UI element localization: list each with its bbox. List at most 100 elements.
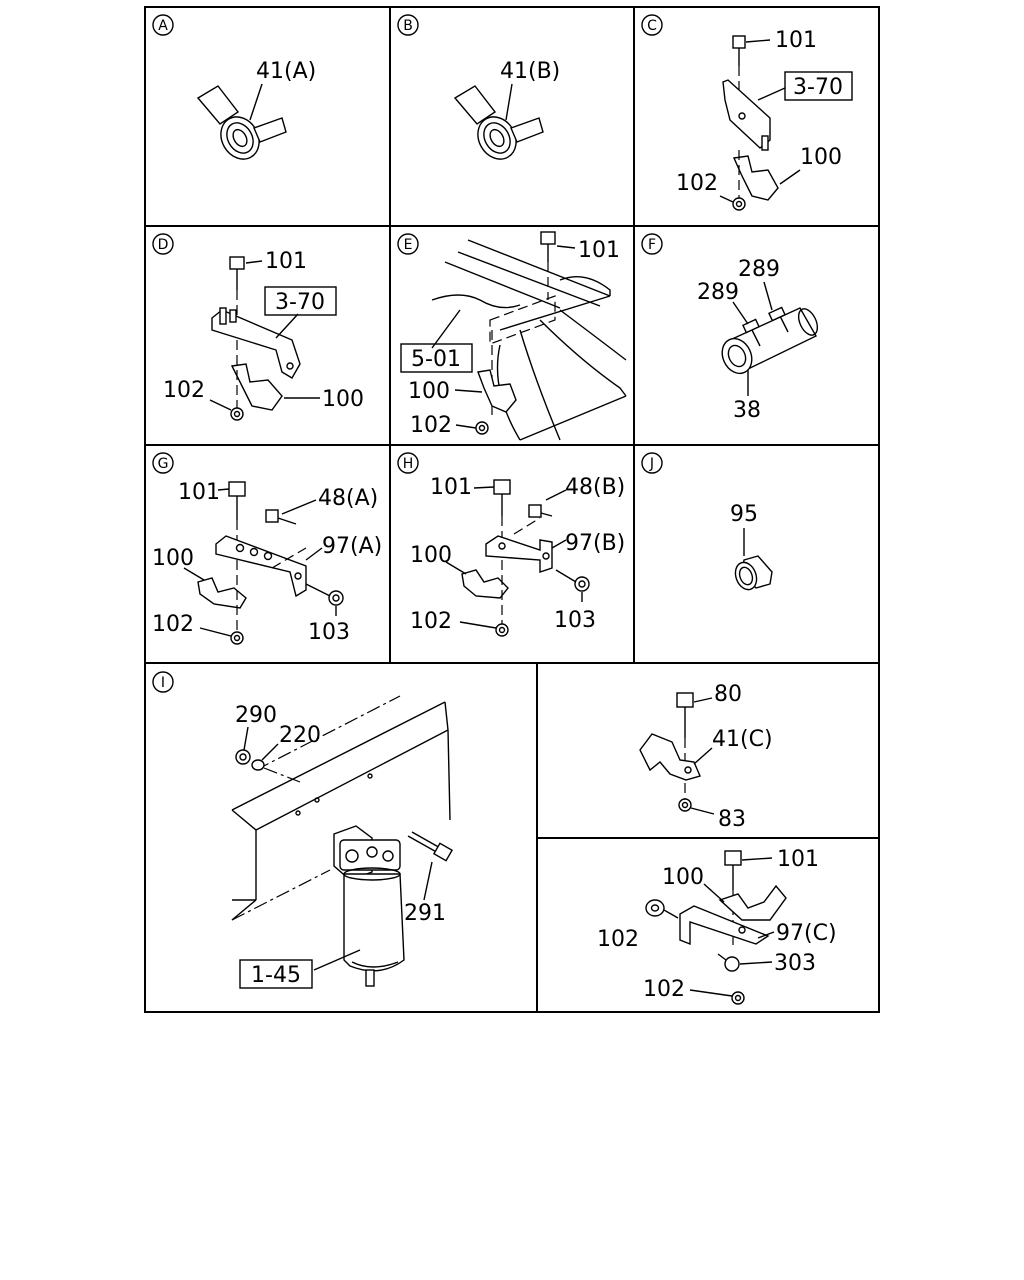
- label-41b: 41(B): [500, 59, 560, 84]
- svg-text:D: D: [158, 237, 169, 253]
- frame-rail: [231, 695, 451, 921]
- nut-102: [459, 621, 509, 637]
- label-97a: 97(A): [322, 534, 382, 559]
- ref-box-3-70: 3-70: [264, 286, 337, 316]
- nut-102: [455, 421, 489, 435]
- label-291: 291: [404, 901, 446, 926]
- fuel-filter-1-45: [313, 825, 405, 987]
- diagram-frame: [144, 6, 880, 1013]
- panel-d: D 3-70 101 102: [152, 233, 364, 421]
- svg-text:3-70: 3-70: [793, 75, 843, 100]
- panel-h-marker: H: [397, 452, 419, 474]
- label-101: 101: [178, 480, 220, 505]
- label-102: 102: [152, 612, 194, 637]
- svg-text:3-70: 3-70: [275, 290, 325, 315]
- clamp-100: [445, 560, 509, 624]
- label-48b: 48(B): [565, 475, 625, 500]
- panel-g: G: [152, 452, 382, 645]
- clamp-100: [230, 340, 320, 411]
- label-97b: 97(B): [565, 531, 625, 556]
- label-289-top: 289: [738, 257, 780, 282]
- svg-text:A: A: [158, 18, 168, 34]
- panel-j-marker: J: [641, 452, 663, 474]
- label-220: 220: [279, 723, 321, 748]
- bracket-3-70: [211, 307, 301, 379]
- bolt-101: [217, 481, 246, 540]
- hose-38: [721, 307, 819, 396]
- label-290: 290: [235, 703, 277, 728]
- svg-text:G: G: [158, 456, 169, 472]
- panel-j: J 95: [641, 452, 773, 591]
- svg-text:I: I: [161, 675, 165, 691]
- nut-103: [555, 569, 590, 602]
- washer-220: [251, 743, 301, 783]
- label-100: 100: [800, 145, 842, 170]
- bracket-3-70: [722, 79, 786, 151]
- label-102: 102: [676, 171, 718, 196]
- label-48a: 48(A): [318, 486, 378, 511]
- clamp-100: [183, 560, 247, 630]
- panel-l: 101 100 102 97(C) 303 102: [597, 847, 837, 1005]
- bolt-101: [473, 479, 511, 540]
- clamp-100: [703, 883, 787, 921]
- label-102: 102: [163, 378, 205, 403]
- panel-d-marker: D: [152, 233, 174, 255]
- bracket-97b: [485, 517, 567, 573]
- svg-text:H: H: [403, 456, 414, 472]
- panel-f: F 289 289 38: [641, 233, 819, 423]
- label-102: 102: [410, 413, 452, 438]
- nut-102: [689, 989, 745, 1005]
- label-101: 101: [775, 28, 817, 53]
- panel-b-marker: B: [397, 14, 419, 36]
- bolt-48b: [528, 489, 567, 518]
- svg-text:F: F: [648, 237, 656, 253]
- panel-f-marker: F: [641, 233, 663, 255]
- bracket-97c: [679, 905, 775, 946]
- hose-clip-41b: [453, 83, 544, 160]
- label-303: 303: [774, 951, 816, 976]
- bolt-101: [540, 231, 576, 300]
- panel-k: 80 41(C) 83: [639, 682, 773, 832]
- label-101: 101: [578, 238, 620, 263]
- label-102: 102: [410, 609, 452, 634]
- label-101: 101: [430, 475, 472, 500]
- panel-i-marker: I: [152, 671, 174, 693]
- ref-box-3-70: 3-70: [784, 71, 853, 101]
- panel-h: H: [397, 452, 625, 637]
- panel-c: C 3-70 101 100 102: [641, 14, 853, 211]
- label-100: 100: [152, 546, 194, 571]
- bolt-80: [676, 692, 713, 800]
- label-100: 100: [408, 379, 450, 404]
- label-289-left: 289: [697, 280, 739, 305]
- ref-box-5-01: 5-01: [400, 343, 473, 373]
- bolt-101: [229, 256, 263, 318]
- label-95: 95: [730, 502, 758, 527]
- ring-95: [734, 528, 773, 591]
- panel-c-marker: C: [641, 14, 663, 36]
- label-100: 100: [322, 387, 364, 412]
- nut-102: [209, 399, 244, 421]
- svg-text:B: B: [403, 18, 413, 34]
- label-97c: 97(C): [776, 921, 837, 946]
- label-100: 100: [662, 865, 704, 890]
- svg-text:E: E: [404, 237, 413, 253]
- bracket-97a: [215, 535, 323, 598]
- panel-a-marker: A: [152, 14, 174, 36]
- label-38: 38: [733, 398, 761, 423]
- nut-102: [719, 195, 746, 211]
- svg-text:J: J: [649, 456, 654, 472]
- clamp-100: [732, 150, 801, 201]
- panel-e-marker: E: [397, 233, 419, 255]
- svg-text:1-45: 1-45: [251, 963, 301, 988]
- bolt-101: [724, 850, 773, 950]
- clamp-100: [454, 330, 517, 420]
- panel-e: E 5-01: [397, 231, 627, 441]
- label-80: 80: [714, 682, 742, 707]
- label-101: 101: [777, 847, 819, 872]
- panel-b: B 41(B): [397, 14, 560, 160]
- panel-a: A 41(A): [152, 14, 316, 160]
- ref-box-1-45: 1-45: [239, 959, 313, 989]
- clip-41c: [639, 733, 713, 781]
- nut-102: [199, 627, 244, 645]
